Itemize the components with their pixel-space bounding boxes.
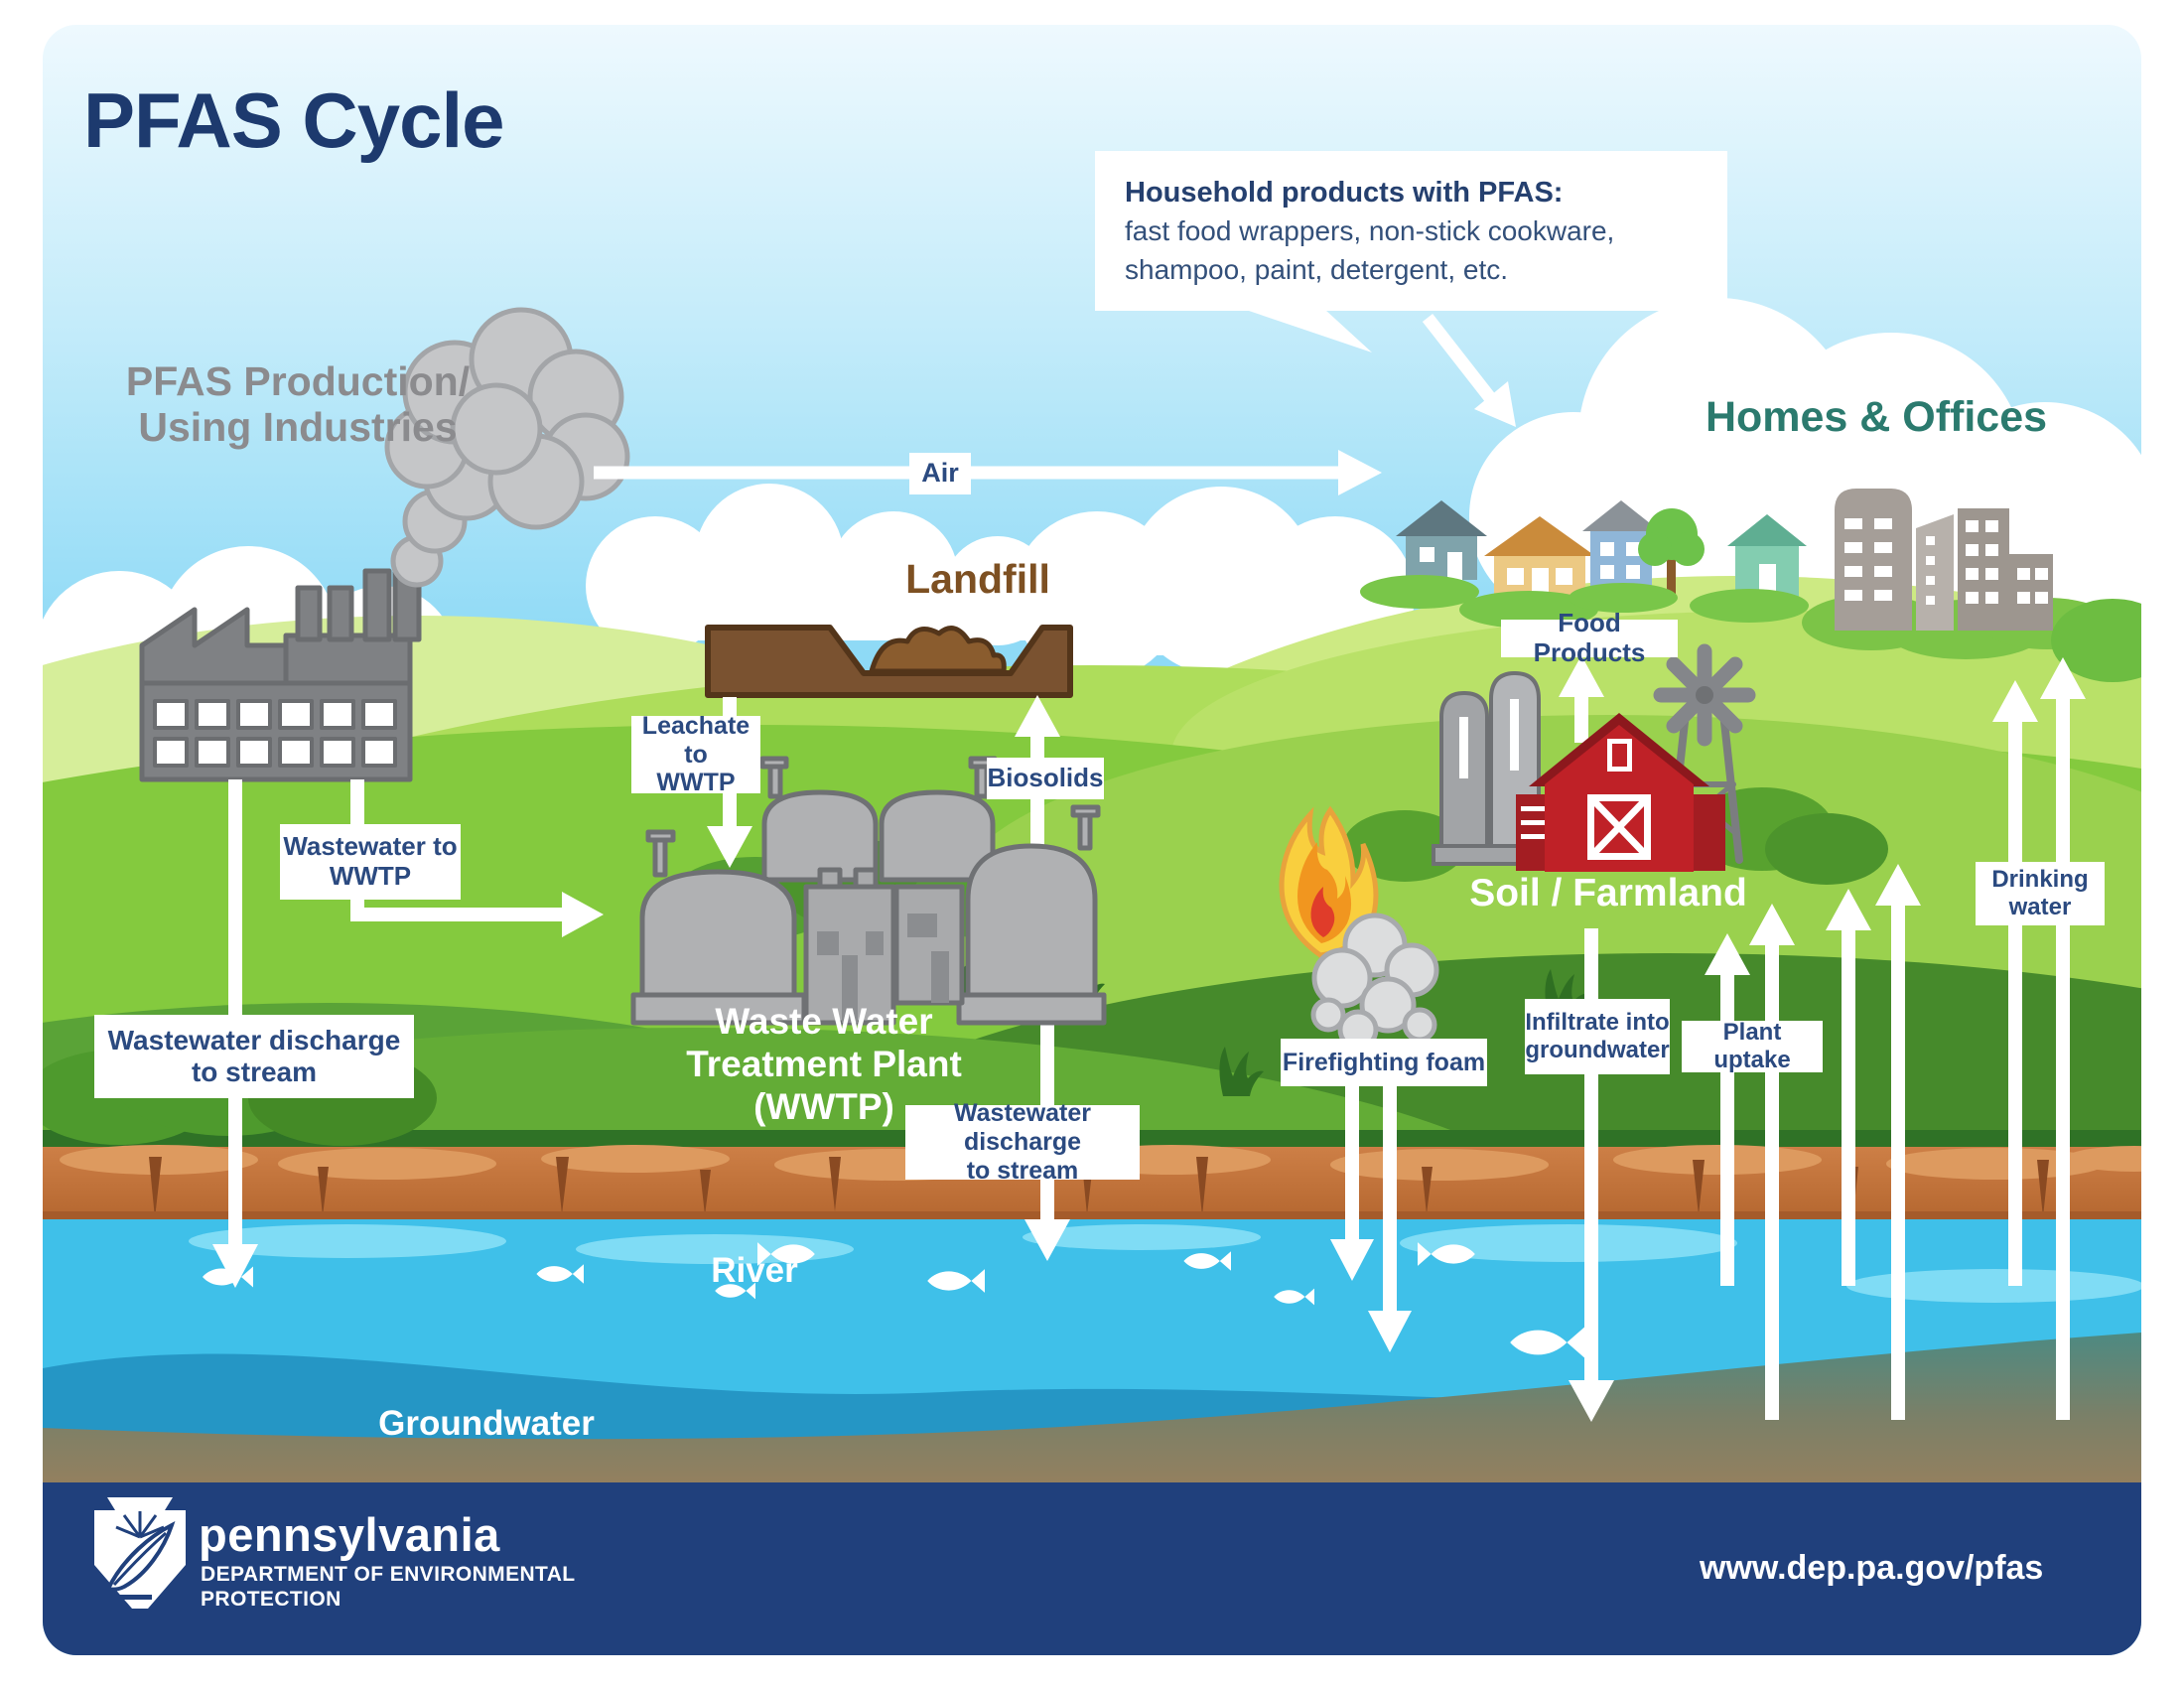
fire-icon: [1279, 805, 1379, 958]
infiltrate-line1: Infiltrate into: [1525, 1009, 1670, 1037]
footer-brand: pennsylvania: [199, 1508, 500, 1561]
drinking-line1: Drinking: [1991, 866, 2089, 894]
callout-wastewater-to-wwtp: Wastewater to WWTP: [280, 824, 461, 900]
callout-plant-uptake: Plant uptake: [1682, 1019, 1823, 1073]
callout-firefighting-foam: Firefighting foam: [1281, 1039, 1487, 1086]
callout-leachate: Leachate to WWTP: [631, 712, 760, 796]
flow-arrows: [212, 310, 2086, 1422]
arrow-wastewater-discharge-left: [212, 779, 258, 1288]
callout-discharge-mid: Wastewater discharge to stream: [905, 1099, 1140, 1185]
label-groundwater: Groundwater: [378, 1404, 595, 1443]
callout-household-products: Household products with PFAS: fast food …: [1095, 151, 1727, 311]
arrow-foam-2: [1368, 1055, 1412, 1352]
footer-bar: [43, 1482, 2141, 1655]
fish-icons: [203, 1242, 1584, 1358]
landfill-icon: [705, 625, 1073, 698]
arrow-uptake-3: [1826, 889, 1871, 1286]
city-buildings-icon: [1835, 489, 2053, 631]
leachate-line1: Leachate to: [641, 711, 751, 769]
arrow-food-products: [1559, 655, 1604, 743]
discharge-mid-line1: Wastewater discharge: [953, 1099, 1091, 1157]
footer-dept-line2: PROTECTION: [201, 1588, 341, 1611]
barn-icon: [1516, 713, 1725, 872]
discharge-mid-line2: to stream: [966, 1156, 1079, 1185]
callout-food-products: Food Products: [1501, 608, 1678, 667]
label-river: River: [711, 1251, 798, 1290]
label-soil-farmland: Soil / Farmland: [1469, 872, 1747, 914]
discharge-left-line2: to stream: [191, 1056, 318, 1087]
page-title: PFAS Cycle: [83, 76, 505, 164]
houses-icon: [1360, 500, 1809, 629]
groundwater-layer: [43, 1333, 2141, 1482]
drinking-line2: water: [2008, 894, 2072, 920]
household-line2: shampoo, paint, detergent, etc.: [1125, 253, 1509, 285]
smoke-icon: [384, 307, 630, 588]
household-line1: fast food wrappers, non-stick cookware,: [1125, 214, 1615, 246]
label-homes-offices: Homes & Offices: [1705, 393, 2048, 441]
callout-infiltrate: Infiltrate into groundwater: [1525, 999, 1670, 1074]
arrow-uptake-4: [1875, 864, 1921, 1420]
leachate-line2: WWTP: [656, 769, 736, 797]
wwtp-icon: [630, 756, 1107, 1026]
footer-dept-line1: DEPARTMENT OF ENVIRONMENTAL: [201, 1563, 576, 1586]
label-wwtp: Waste Water Treatment Plant (WWTP): [635, 1001, 1013, 1129]
footer-url: www.dep.pa.gov/pfas: [1700, 1549, 2044, 1587]
household-title: Household products with PFAS:: [1125, 176, 1564, 209]
label-wwtp-line2: Treatment Plant: [686, 1043, 962, 1084]
infiltrate-line2: groundwater: [1525, 1037, 1670, 1063]
label-wwtp-line1: Waste Water: [715, 1001, 933, 1042]
label-landfill: Landfill: [905, 556, 1050, 602]
household-to-homes-arrow: [1246, 310, 1516, 427]
callout-biosolids: Biosolids: [987, 758, 1104, 799]
label-pfas-production-line1: PFAS Production/: [125, 358, 471, 404]
label-wwtp-line3: (WWTP): [753, 1085, 894, 1127]
foam-icon: [1310, 913, 1439, 1051]
pa-keystone-logo: [94, 1497, 186, 1609]
label-pfas-production-line2: Using Industries: [138, 403, 458, 450]
callout-air: Air: [909, 453, 971, 494]
label-pfas-production: PFAS Production/ Using Industries: [74, 358, 521, 451]
arrow-drinking-water-2: [2040, 657, 2086, 1420]
wastewater-to-wwtp-line1: Wastewater to: [283, 831, 458, 862]
wastewater-to-wwtp-line2: WWTP: [329, 861, 412, 891]
callout-drinking-water: Drinking water: [1976, 862, 2105, 925]
callout-discharge-left: Wastewater discharge to stream: [94, 1015, 414, 1098]
discharge-left-line1: Wastewater discharge: [107, 1024, 401, 1055]
arrow-drinking-water-1: [1992, 680, 2038, 1286]
